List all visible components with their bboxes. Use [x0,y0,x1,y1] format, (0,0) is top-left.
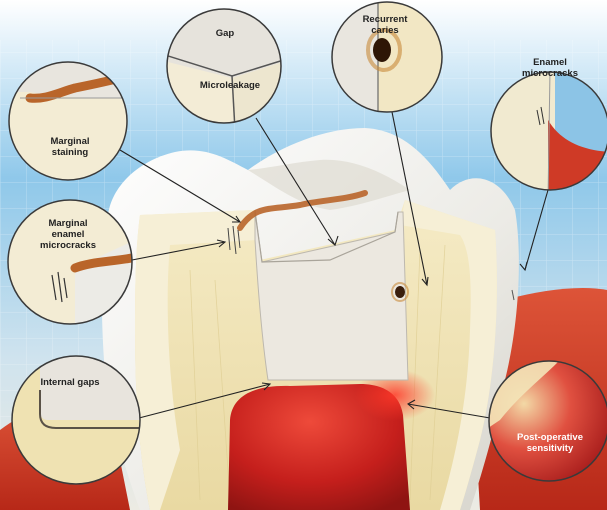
label-gap: Gap [205,28,245,39]
label-marginal-enamel-microcracks: Marginal enamel microcracks [28,218,108,251]
label-enamel-microcracks: Enamel microcracks [510,57,590,79]
label-post-operative-sensitivity: Post-operative sensitivity [505,432,595,454]
caries-spot [395,286,405,298]
label-recurrent-caries: Recurrent caries [345,14,425,36]
label-microleakage: Microleakage [190,80,270,91]
label-marginal-staining: Marginal staining [30,136,110,158]
label-internal-gaps: Internal gaps [30,377,110,388]
